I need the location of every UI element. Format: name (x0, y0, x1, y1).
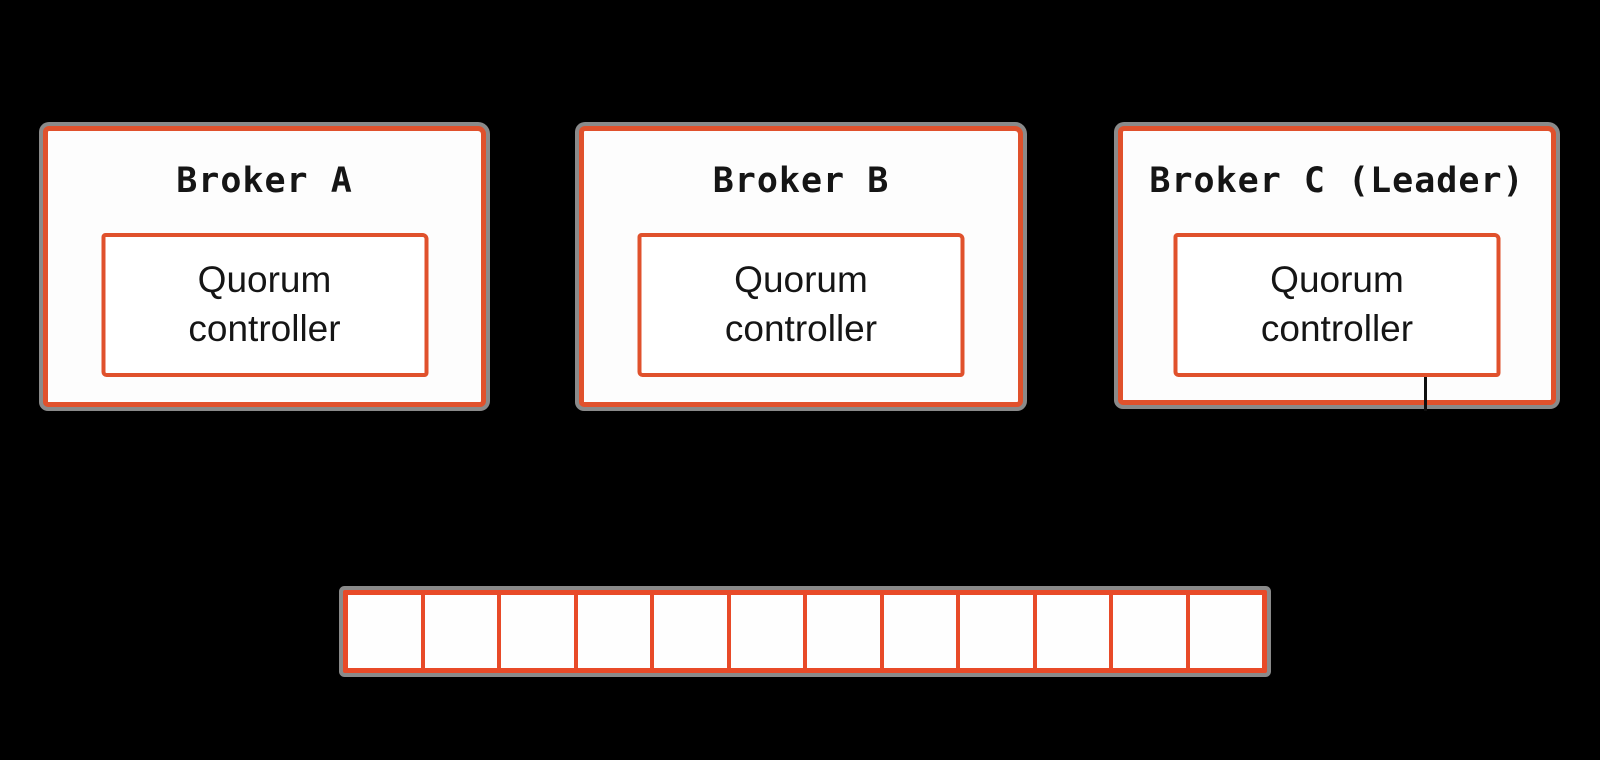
broker-c-title: Broker C (Leader) (1149, 161, 1525, 201)
bar-segment (577, 595, 654, 668)
bar-segment (960, 595, 1037, 668)
leader-connector-line (1424, 377, 1427, 411)
broker-b-title: Broker B (712, 161, 890, 201)
broker-b-node: Broker B Quorum controller (579, 126, 1023, 407)
broker-c-leader-node: Broker C (Leader) Quorum controller (1118, 126, 1556, 405)
quorum-controller-label: Quorum controller (188, 259, 341, 349)
broker-a-node: Broker A Quorum controller (43, 126, 486, 407)
bar-segment (1036, 595, 1113, 668)
broker-c-quorum-controller-node: Quorum controller (1173, 233, 1501, 377)
quorum-controller-label: Quorum controller (1260, 259, 1414, 349)
segmented-log-bar (343, 590, 1267, 673)
bar-segment (501, 595, 578, 668)
bar-segment (730, 595, 807, 668)
bar-segment (1189, 595, 1262, 668)
bar-segment (424, 595, 501, 668)
broker-b-quorum-controller-node: Quorum controller (637, 233, 965, 377)
broker-a-quorum-controller-node: Quorum controller (101, 233, 428, 377)
bar-segment (654, 595, 731, 668)
bar-segment (348, 595, 425, 668)
broker-a-title: Broker A (176, 161, 353, 201)
quorum-controller-label: Quorum controller (724, 259, 878, 349)
bar-segment (807, 595, 884, 668)
bar-segment (1113, 595, 1190, 668)
bar-segment (883, 595, 960, 668)
